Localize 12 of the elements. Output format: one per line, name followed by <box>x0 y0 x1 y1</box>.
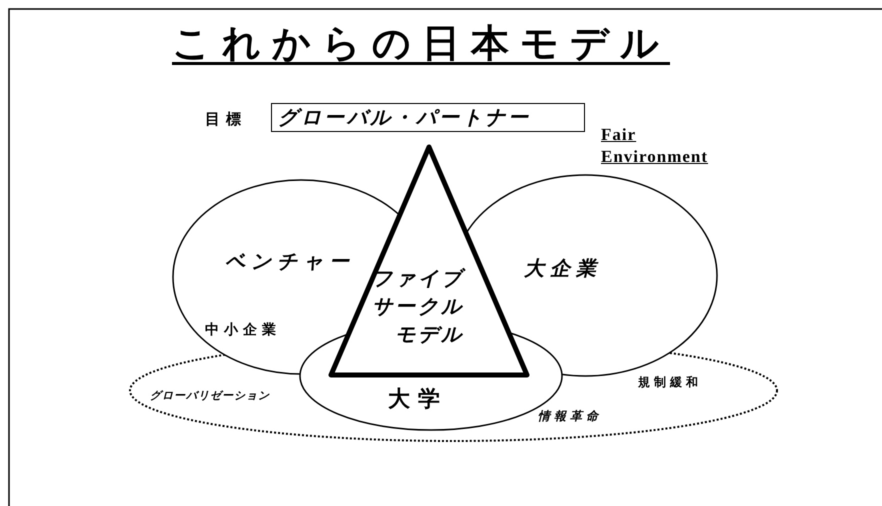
shape-label: 大学 <box>388 386 448 414</box>
note: Fair Environment <box>600 124 710 168</box>
shape-label: 大企業 <box>524 255 602 282</box>
shape-label: グローバリゼーション <box>150 388 270 403</box>
shape-label: 情報革命 <box>538 408 602 425</box>
goal-box: グローバル・パートナー <box>271 103 585 132</box>
shape-label: ベンチャー <box>225 248 355 275</box>
goal-label: 目標 <box>205 110 247 129</box>
title: これからの日本モデル <box>172 20 670 67</box>
shape-label: 中小企業 <box>205 321 281 339</box>
shape-label: ファイブサークルモデル <box>371 265 464 348</box>
shape-label: 規制緩和 <box>638 374 702 391</box>
